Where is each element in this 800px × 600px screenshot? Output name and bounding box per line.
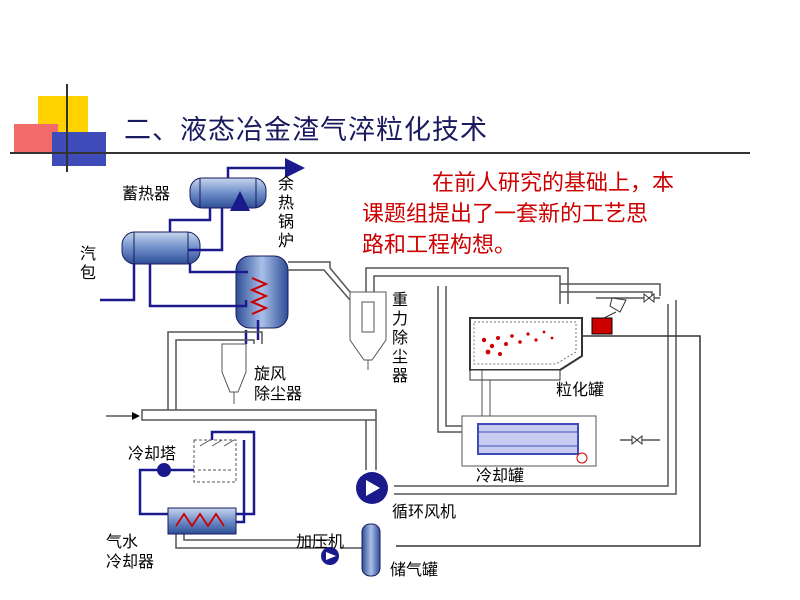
label-cyclone: 旋风 除尘器: [254, 364, 303, 403]
deco-horizontal-line: [10, 152, 750, 154]
description-note: 在前人研究的基础上，本 课题组提出了一套新的工艺思 路和工程构想。: [362, 168, 762, 261]
deco-vertical-line: [66, 84, 68, 172]
waste-heat-boiler: [235, 255, 289, 329]
water-steam-lines: [100, 158, 305, 344]
gas-pipes: [141, 261, 677, 549]
cyclone-collector: [221, 343, 247, 404]
gas-water-cooler: [167, 507, 237, 535]
deco-blue-square: [52, 132, 106, 166]
label-steam-drum: 汽包: [79, 244, 96, 282]
label-gravity-dust-collector: 重力除尘器: [391, 290, 408, 385]
label-cooling-tank: 冷却罐: [476, 466, 525, 485]
label-waste-heat-boiler: 余热锅炉: [277, 174, 294, 250]
slide-title: 二、液态冶金渣气淬粒化技术: [124, 115, 488, 146]
label-circulating-fan: 循环风机: [392, 502, 457, 521]
label-booster: 加压机: [296, 532, 345, 551]
label-granulation-tank: 粒化罐: [556, 380, 605, 399]
valves: [631, 292, 655, 446]
circulating-fan-icon: [356, 472, 388, 504]
cooling-pump-icon: [157, 463, 171, 477]
booster-icon: [321, 547, 339, 565]
cooling-tank: [461, 370, 597, 467]
note-line-2: 课题组提出了一套新的工艺思: [362, 202, 649, 227]
deco-red-block: [14, 124, 58, 154]
gravity-collector: [349, 291, 387, 370]
label-heat-storage: 蓄热器: [122, 184, 171, 203]
cooling-tower: [193, 439, 237, 483]
granulation-tank: [396, 297, 701, 547]
gas-storage-tank: [361, 523, 381, 577]
note-line-3: 路和工程构想。: [362, 233, 517, 258]
heat-storage-vessel: [189, 177, 267, 209]
label-gas-water-cooler: 气水 冷却器: [106, 532, 155, 571]
label-gas-tank: 储气罐: [390, 560, 439, 579]
steam-drum: [121, 231, 201, 265]
label-cooling-tower: 冷却塔: [128, 444, 177, 463]
note-line-1: 在前人研究的基础上，本: [432, 171, 675, 196]
